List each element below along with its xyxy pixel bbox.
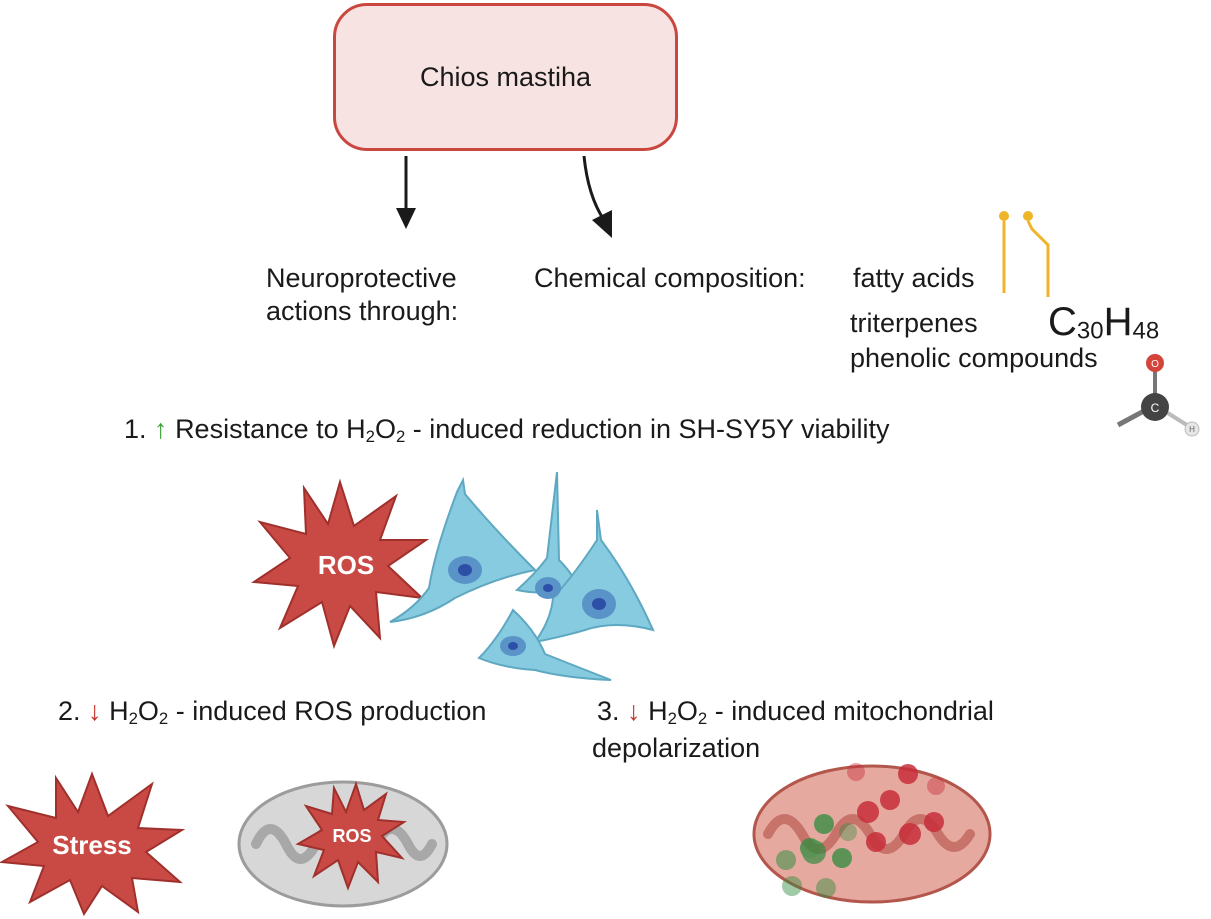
chem-label: Chemical composition: — [534, 263, 806, 293]
effect-3-o: O — [676, 696, 698, 726]
effect-1-text-a: Resistance to H — [175, 414, 366, 444]
ros-burst-label: ROS — [318, 550, 374, 580]
effect-2-sub-1: 2 — [128, 709, 138, 729]
fatty-acids-label: fatty acids — [853, 263, 975, 293]
ros-burst-icon: ROS — [251, 478, 430, 650]
effect-3-number: 3. — [597, 696, 620, 726]
neuro-line-2: actions through: — [266, 296, 459, 326]
molecule-icon: O C H — [1116, 354, 1200, 437]
effect-1-sub-1: 2 — [365, 427, 375, 447]
neuron-bottom — [477, 608, 612, 681]
triterpene-formula: C30H48 — [1048, 300, 1159, 344]
effect-1-o: O — [374, 414, 396, 444]
arrow-to-chem — [582, 155, 612, 238]
effect-3: 3. ↓ H2O2 - induced mitochondrial — [597, 695, 994, 728]
effect-1-text-b: - induced reduction in SH-SY5Y viability — [405, 414, 890, 444]
effect-2-h: H — [109, 696, 129, 726]
stress-burst-label: Stress — [52, 830, 132, 860]
mitochondrion-ros-icon: ROS — [237, 780, 449, 908]
stress-burst-icon: Stress — [0, 771, 186, 917]
atom-h: H — [1189, 425, 1195, 434]
neuron-large — [389, 476, 538, 623]
formula-c: C — [1048, 300, 1077, 344]
title-text: Chios mastiha — [419, 61, 592, 92]
effect-2: 2. ↓ H2O2 - induced ROS production — [58, 695, 486, 728]
title-box: Chios mastiha — [333, 3, 678, 151]
up-arrow-icon: ↑ — [154, 414, 168, 444]
arrow-to-neuro — [396, 156, 416, 229]
mitochondrion-depolarization-icon — [752, 763, 992, 904]
atom-o: O — [1151, 359, 1159, 370]
atom-c: C — [1151, 401, 1160, 415]
effect-2-sub-2: 2 — [158, 709, 169, 729]
formula-c-sub: 30 — [1076, 317, 1104, 345]
triterpenes-label: triterpenes — [850, 308, 978, 338]
mito-ros-label: ROS — [332, 826, 371, 846]
formula-h: H — [1103, 300, 1133, 344]
fatty-acid-icon — [999, 211, 1050, 297]
effect-3-sub-1: 2 — [667, 709, 677, 729]
down-arrow-icon: ↓ — [627, 696, 641, 726]
effect-1: 1. ↑ Resistance to H2O2 - induced reduct… — [124, 413, 890, 446]
effect-3-sub-2: 2 — [697, 709, 708, 729]
phenolic-label: phenolic compounds — [850, 343, 1098, 373]
effect-2-o: O — [137, 696, 159, 726]
effect-2-number: 2. — [58, 696, 81, 726]
effect-1-sub-2: 2 — [395, 427, 406, 447]
neuro-label: Neuroprotective actions through: — [266, 262, 458, 328]
down-arrow-icon: ↓ — [88, 696, 102, 726]
effect-3-text: - induced mitochondrial — [714, 696, 994, 726]
effect-1-number: 1. — [124, 414, 147, 444]
effect-3-line-2: depolarization — [592, 733, 761, 763]
neuro-line-1: Neuroprotective — [266, 263, 457, 293]
formula-h-sub: 48 — [1132, 317, 1160, 345]
effect-3-h: H — [648, 696, 668, 726]
neuron-top — [514, 471, 579, 594]
effect-2-text: - induced ROS production — [175, 696, 487, 726]
neuron-cells-icon — [389, 471, 655, 681]
